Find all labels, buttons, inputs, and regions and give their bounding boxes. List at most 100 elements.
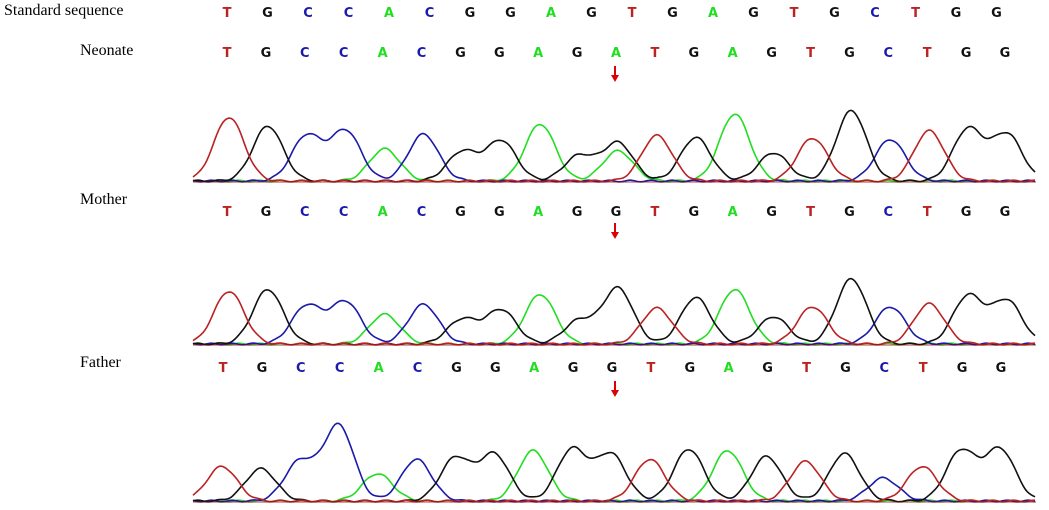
standard-base-16: C [870, 6, 880, 21]
mother-base-16: G [844, 205, 855, 220]
mother-base-20: G [1000, 205, 1011, 220]
mother-base-4: A [378, 205, 388, 220]
father-base-19: G [957, 361, 968, 376]
standard-base-7: G [505, 6, 516, 21]
standard-base-4: A [384, 6, 394, 21]
neonate-base-2: C [300, 46, 310, 61]
mother-base-2: C [300, 205, 310, 220]
father-base-9: G [568, 361, 579, 376]
father-base-0: T [219, 361, 228, 376]
father-base-13: A [724, 361, 734, 376]
mother-base-10: G [611, 205, 622, 220]
label-father: Father [80, 354, 121, 371]
standard-base-14: T [790, 6, 799, 21]
father-base-20: G [996, 361, 1007, 376]
standard-base-15: G [829, 6, 840, 21]
label-neonate: Neonate [80, 42, 134, 59]
neonate-base-9: G [572, 46, 583, 61]
neonate-base-13: A [728, 46, 738, 61]
standard-base-3: C [344, 6, 354, 21]
father-base-8: A [529, 361, 539, 376]
mother-base-19: G [961, 205, 972, 220]
neonate-base-19: G [961, 46, 972, 61]
mother-base-0: T [223, 205, 232, 220]
neonate-base-8: A [533, 46, 543, 61]
mother-base-9: G [572, 205, 583, 220]
neonate-base-6: G [455, 46, 466, 61]
standard-base-11: G [667, 6, 678, 21]
neonate-base-18: T [923, 46, 932, 61]
mother-base-14: G [766, 205, 777, 220]
father-trace-C [192, 422, 1036, 503]
neonate-base-1: G [261, 46, 272, 61]
father-base-16: G [840, 361, 851, 376]
father-base-3: C [335, 361, 345, 376]
father-base-11: T [646, 361, 655, 376]
father-base-2: C [296, 361, 306, 376]
father-base-14: G [762, 361, 773, 376]
mother-base-7: G [494, 205, 505, 220]
neonate-base-12: G [688, 46, 699, 61]
standard-base-18: G [951, 6, 962, 21]
mother-site-arrow-head [611, 232, 619, 239]
neonate-base-16: G [844, 46, 855, 61]
standard-base-2: C [303, 6, 313, 21]
neonate-trace-A [192, 113, 1036, 183]
mother-trace-A [192, 288, 1036, 346]
father-base-5: C [413, 361, 423, 376]
mother-base-8: A [533, 205, 543, 220]
neonate-base-17: C [884, 46, 894, 61]
standard-base-13: G [748, 6, 759, 21]
mother-base-5: C [417, 205, 427, 220]
father-base-10: G [607, 361, 618, 376]
label-standard-sequence: Standard sequence [4, 2, 124, 19]
standard-base-1: G [262, 6, 273, 21]
neonate-base-7: G [494, 46, 505, 61]
mother-trace-C [192, 299, 1036, 346]
standard-base-17: T [911, 6, 920, 21]
neonate-trace-T [192, 117, 1036, 183]
standard-base-19: G [991, 6, 1002, 21]
father-base-7: G [490, 361, 501, 376]
mother-base-6: G [455, 205, 466, 220]
father-base-18: T [919, 361, 928, 376]
mother-base-3: C [339, 205, 349, 220]
father-base-1: G [257, 361, 268, 376]
standard-base-5: C [425, 6, 435, 21]
father-base-4: A [374, 361, 384, 376]
standard-base-0: T [223, 6, 232, 21]
father-trace-A [192, 448, 1036, 503]
standard-base-12: A [708, 6, 718, 21]
neonate-base-10: A [611, 46, 621, 61]
neonate-trace-C [192, 128, 1036, 183]
label-mother: Mother [80, 191, 128, 208]
neonate-base-5: C [417, 46, 427, 61]
mother-base-15: T [806, 205, 815, 220]
standard-base-6: G [465, 6, 476, 21]
mother-trace-G [192, 277, 1036, 346]
mother-base-12: G [688, 205, 699, 220]
mother-base-13: A [728, 205, 738, 220]
father-base-6: G [451, 361, 462, 376]
mother-base-11: T [650, 205, 659, 220]
father-base-12: G [684, 361, 695, 376]
mother-trace-T [192, 291, 1036, 346]
neonate-trace-G [192, 109, 1036, 183]
neonate-base-14: G [766, 46, 777, 61]
neonate-base-4: A [378, 46, 388, 61]
standard-base-8: A [546, 6, 556, 21]
neonate-base-3: C [339, 46, 349, 61]
standard-base-10: T [628, 6, 637, 21]
father-base-17: C [880, 361, 890, 376]
standard-base-9: G [586, 6, 597, 21]
father-site-arrow-head [611, 390, 619, 397]
neonate-base-20: G [1000, 46, 1011, 61]
neonate-mutation-arrow-head [611, 75, 619, 82]
mother-base-18: T [923, 205, 932, 220]
father-base-15: T [802, 361, 811, 376]
mother-base-17: C [884, 205, 894, 220]
neonate-base-15: T [806, 46, 815, 61]
neonate-base-11: T [650, 46, 659, 61]
neonate-base-0: T [223, 46, 232, 61]
